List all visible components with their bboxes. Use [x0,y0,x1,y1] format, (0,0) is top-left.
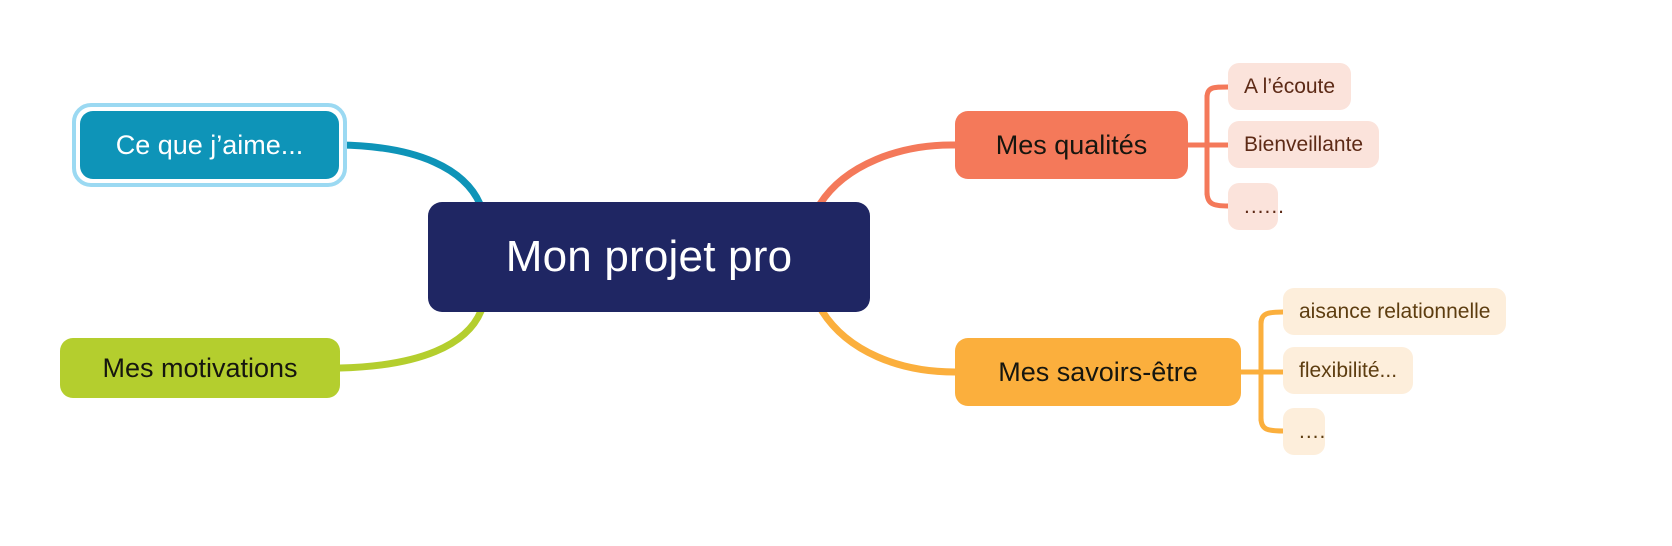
connector-qualites-child-3 [1204,189,1231,209]
leaf-node-aisance-relationnelle[interactable]: aisance relationnelle [1283,288,1507,335]
connector-savoirs-child-1 [1258,309,1286,327]
leaf-node-a-lecoute[interactable]: A l’écoute [1228,63,1352,110]
branch-node-ce-que-jaime[interactable]: Ce que j’aime... [80,111,339,179]
root-node-mon-projet-pro[interactable]: Mon projet pro [428,202,870,312]
connector-savoirs-child-3 [1258,415,1286,434]
leaf-node-bienveillante[interactable]: Bienveillante [1228,121,1380,168]
connector-mes-motivations [336,307,485,372]
branch-node-mes-qualites[interactable]: Mes qualités [955,111,1188,179]
connector-ce-que-jaime [335,141,484,208]
branch-node-mes-savoirs-etre[interactable]: Mes savoirs-être [955,338,1241,406]
leaf-node-flexibilite[interactable]: flexibilité... [1283,347,1414,394]
leaf-node-savoirs-placeholder[interactable]: .... [1283,408,1325,455]
branch-node-mes-motivations[interactable]: Mes motivations [60,338,340,398]
connector-mes-qualites [816,141,959,208]
leaf-node-qualites-placeholder[interactable]: ...... [1228,183,1284,230]
connector-mes-savoirs-etre [818,307,959,376]
connector-qualites-child-1 [1204,84,1231,101]
